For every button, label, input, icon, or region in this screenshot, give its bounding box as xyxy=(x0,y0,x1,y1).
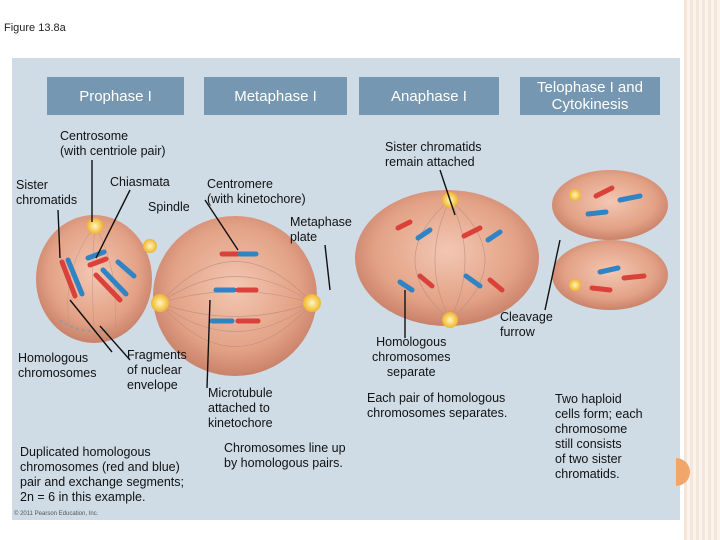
stage-metaphase-label: Metaphase I xyxy=(204,77,347,115)
label-homologous-separate: Homologous chromosomes separate xyxy=(372,335,451,380)
copyright: © 2011 Pearson Education, Inc. xyxy=(14,511,98,517)
caption-metaphase: Chromosomes line up by homologous pairs. xyxy=(224,441,346,471)
label-microtubule: Microtubule attached to kinetochore xyxy=(208,386,273,431)
prophase-cell xyxy=(36,215,157,343)
label-centromere: Centromere (with kinetochore) xyxy=(207,177,306,207)
label-fragments-nuclear-envelope: Fragments of nuclear envelope xyxy=(127,348,187,393)
anaphase-cell xyxy=(355,190,539,328)
caption-prophase: Duplicated homologous chromosomes (red a… xyxy=(20,445,184,505)
label-sister-chromatids: Sister chromatids xyxy=(16,178,77,208)
label-chiasmata: Chiasmata xyxy=(110,175,170,190)
label-centrosome: Centrosome (with centriole pair) xyxy=(60,129,166,159)
label-cleavage-furrow: Cleavage furrow xyxy=(500,310,553,340)
stage-prophase-label: Prophase I xyxy=(47,77,184,115)
label-spindle: Spindle xyxy=(148,200,190,215)
caption-anaphase: Each pair of homologous chromosomes sepa… xyxy=(367,391,507,421)
telophase-cell xyxy=(552,170,668,310)
stage-telophase-label: Telophase I and Cytokinesis xyxy=(520,77,660,115)
label-metaphase-plate: Metaphase plate xyxy=(290,215,352,245)
stage-anaphase-label: Anaphase I xyxy=(359,77,499,115)
label-sister-remain: Sister chromatids remain attached xyxy=(385,140,482,170)
caption-telophase: Two haploid cells form; each chromosome … xyxy=(555,392,643,482)
label-homologous-chromosomes: Homologous chromosomes xyxy=(18,351,97,381)
